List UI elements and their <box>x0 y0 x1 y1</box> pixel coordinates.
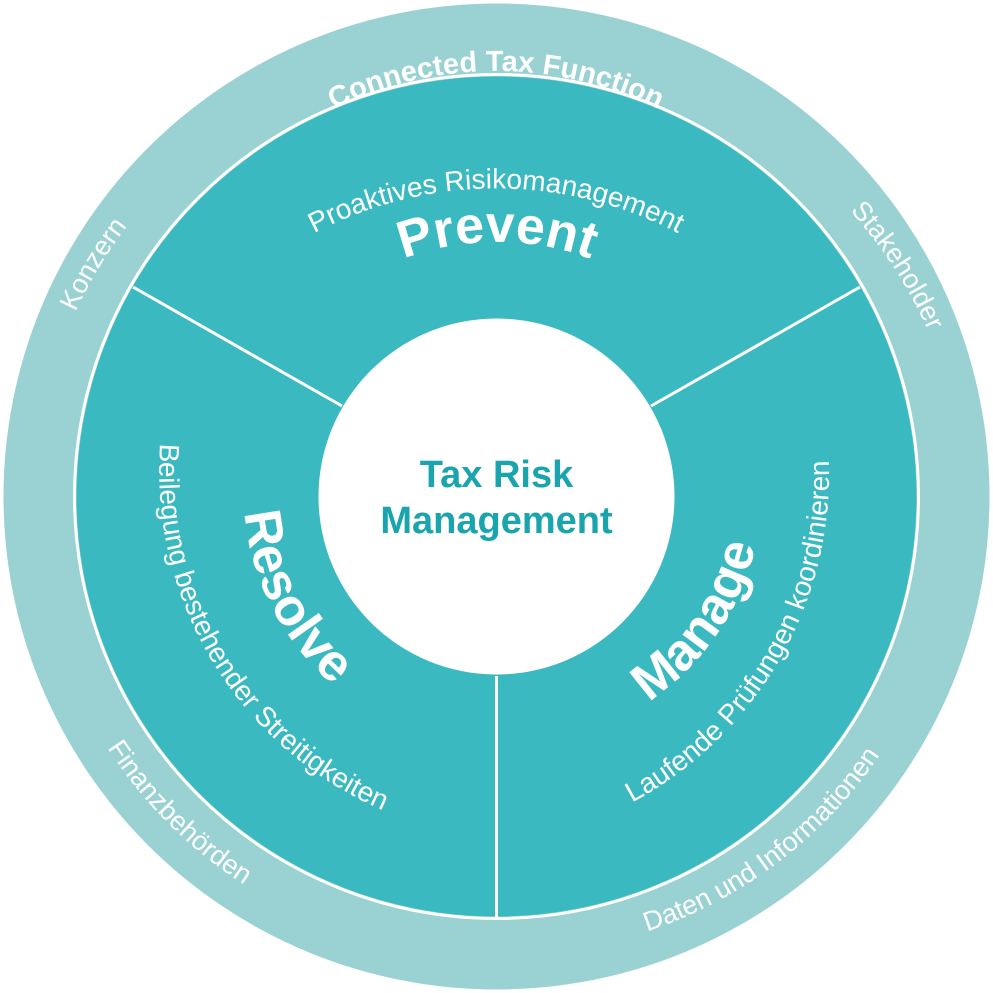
center-title-line2: Management <box>380 500 613 542</box>
divider-left <box>132 285 343 408</box>
center-circle <box>318 318 675 675</box>
divider-right <box>650 285 861 408</box>
outer-ring-divider <box>73 73 920 920</box>
center-title-line1: Tax Risk <box>420 454 574 496</box>
